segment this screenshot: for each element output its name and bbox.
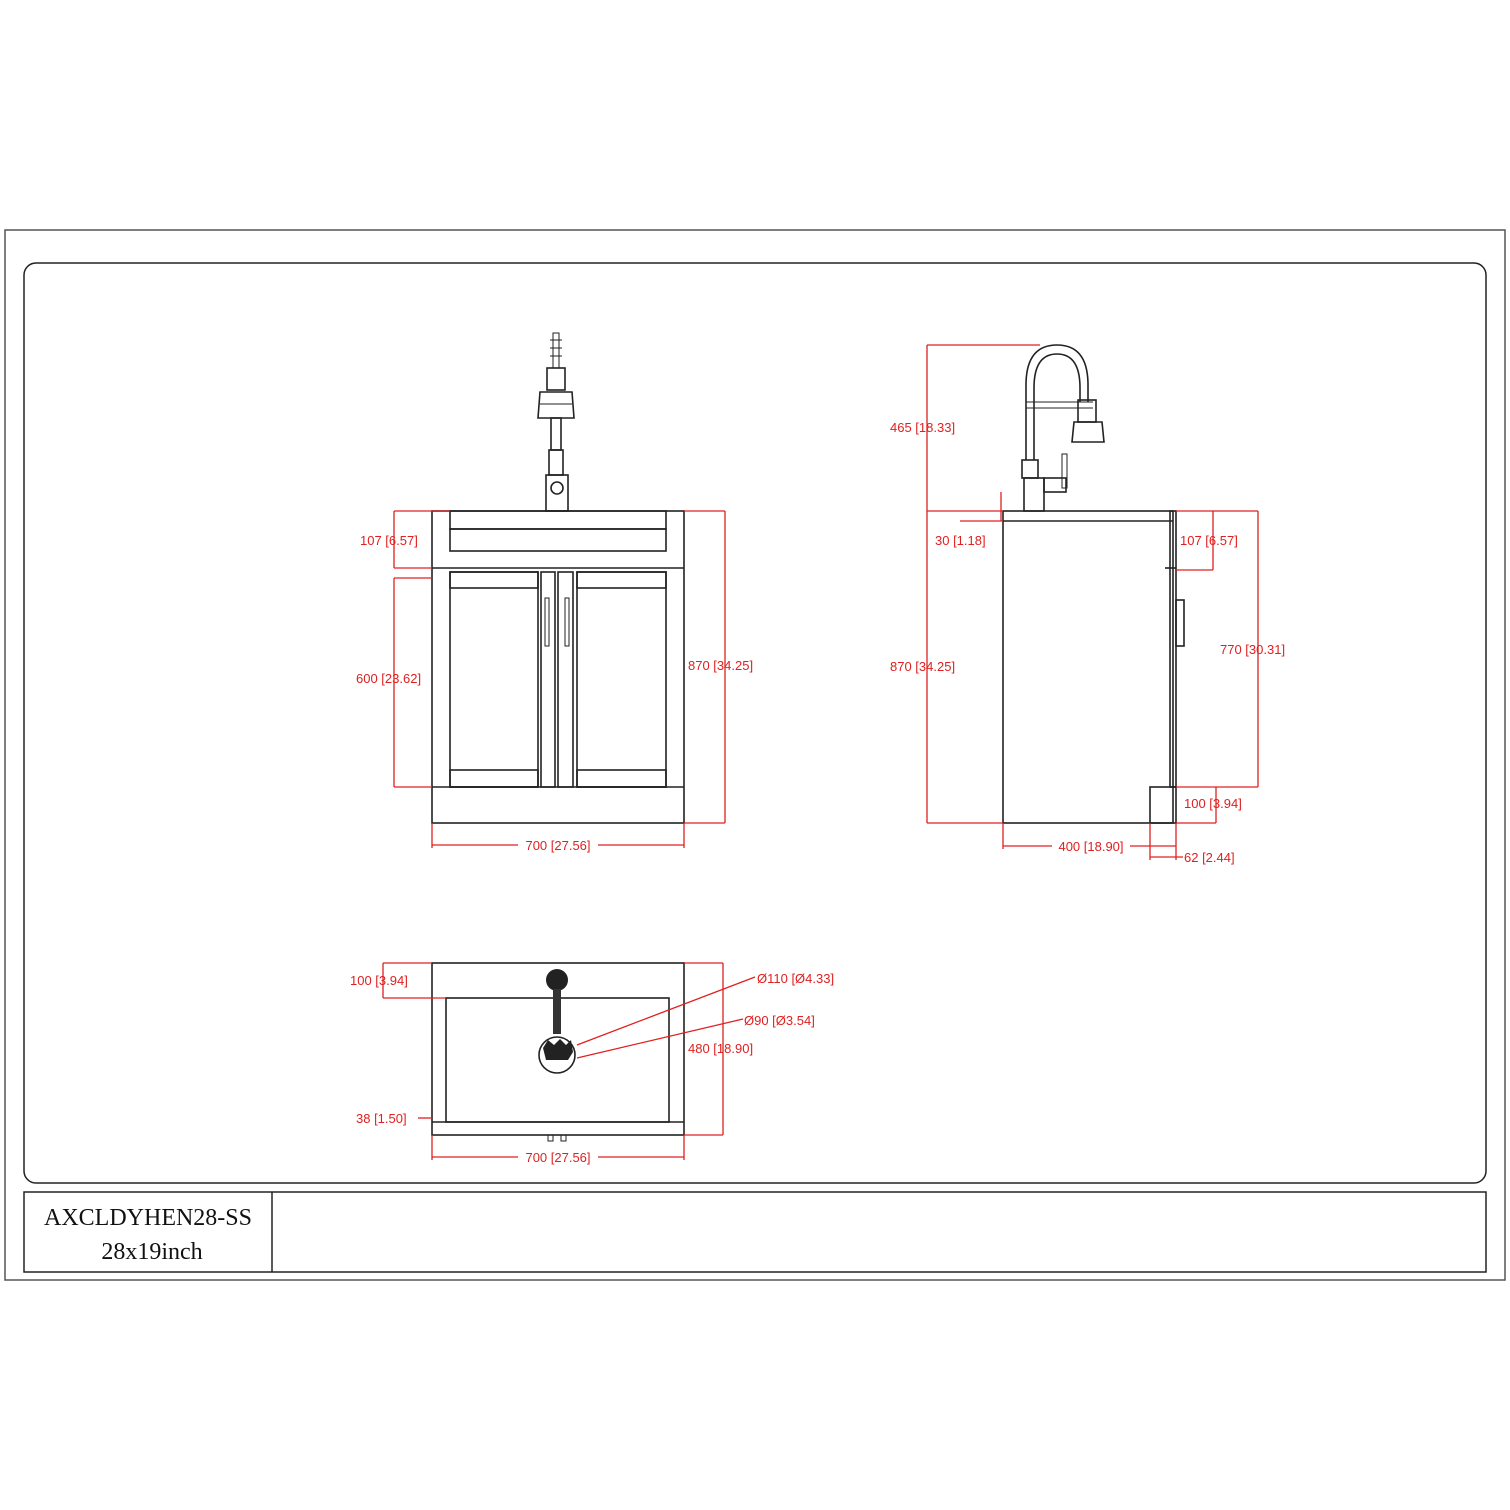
front-dim-total-height: 870 [34.25] — [688, 658, 753, 673]
left-door — [449, 571, 539, 788]
top-dim-front-ledge: 38 [1.50] — [356, 1111, 407, 1126]
top-counter-outline — [431, 962, 685, 1136]
side-dim-body-height: 770 [30.31] — [1220, 642, 1285, 657]
title-block-frame — [23, 1191, 1487, 1273]
spray-head-icon — [543, 1039, 573, 1060]
side-door-handle — [1175, 599, 1185, 647]
top-view: 100 [3.94] 38 [1.50] 480 [18.90] 700 [27… — [350, 962, 834, 1165]
model-number: AXCLDYHEN28-SS — [44, 1205, 252, 1231]
top-dim-faucet-hole: Ø110 [Ø4.33] — [757, 971, 834, 986]
front-view: 107 [6.57] 600 [23.62] 870 [34.25] 700 [… — [356, 332, 753, 853]
faucet-front — [537, 332, 575, 512]
drain — [538, 1036, 576, 1074]
drawing-border — [23, 262, 1487, 1184]
front-dim-width: 700 [27.56] — [525, 838, 590, 853]
side-view: 465 [18.33] 30 [1.18] 870 [34.25] 107 [6… — [890, 344, 1285, 865]
top-dim-width: 700 [27.56] — [525, 1150, 590, 1165]
cabinet-size: 28x19inch — [101, 1239, 202, 1265]
side-dim-toe-recess: 62 [2.44] — [1184, 850, 1235, 865]
front-dim-door-height: 600 [23.62] — [356, 671, 421, 686]
side-dim-toe-height: 100 [3.94] — [1184, 796, 1242, 811]
side-dim-deck-thickness: 30 [1.18] — [935, 533, 986, 548]
top-dim-depth: 480 [18.90] — [688, 1041, 753, 1056]
side-dim-top-height: 107 [6.57] — [1180, 533, 1238, 548]
left-door-handle — [544, 597, 550, 647]
outer-frame — [4, 229, 1506, 1281]
faucet-side — [1021, 344, 1105, 512]
side-cabinet-body — [1002, 510, 1174, 824]
side-dim-depth: 400 [18.90] — [1058, 839, 1123, 854]
top-dim-drain: Ø90 [Ø3.54] — [744, 1013, 815, 1028]
faucet-hole — [546, 969, 568, 991]
side-dim-faucet-height: 465 [18.33] — [890, 420, 955, 435]
right-door — [576, 571, 667, 788]
top-dim-back-ledge: 100 [3.94] — [350, 973, 408, 988]
side-dim-total-height: 870 [34.25] — [890, 659, 955, 674]
right-door-handle — [564, 597, 570, 647]
front-sink-apron — [449, 510, 667, 530]
front-dim-top-height: 107 [6.57] — [360, 533, 418, 548]
